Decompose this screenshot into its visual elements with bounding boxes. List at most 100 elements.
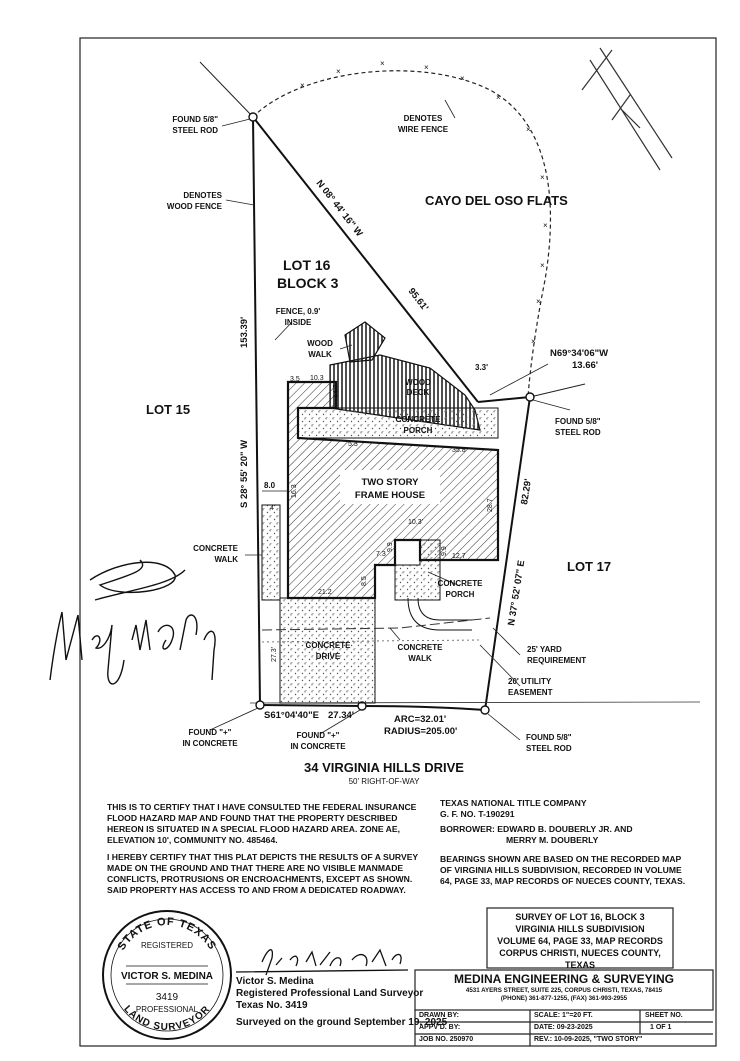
ne-extension-line (529, 383, 586, 398)
distance-east: 82.29' (519, 478, 534, 505)
yard-req-label-1: 25' YARD (527, 645, 562, 654)
flats-label: CAYO DEL OSO FLATS (425, 193, 568, 208)
house-label-2: FRAME HOUSE (355, 490, 425, 501)
street-name: 34 VIRGINIA HILLS DRIVE (304, 760, 464, 775)
survey-description: SURVEY OF LOT 16, BLOCK 3 VIRGINIA HILLS… (487, 911, 673, 971)
seal-professional: PROFESSIONAL (136, 1005, 199, 1014)
distance-ne: 13.66' (572, 360, 598, 371)
surveyor-name: Victor S. Medina (236, 976, 314, 987)
dim-5-3: 5.3 (348, 441, 358, 448)
found-rod-bottom-label-1: FOUND 5/8" (526, 733, 572, 742)
front-walk (407, 597, 472, 631)
svg-text:×: × (460, 74, 465, 83)
back-porch-label-2: PORCH (404, 426, 433, 435)
utility-label-2: EASEMENT (508, 688, 553, 697)
dim-27-3: 27.3' (271, 647, 278, 662)
north-arrow-icon (581, 47, 673, 171)
found-cross-left-icon (255, 700, 265, 710)
found-rod-right-label-2: STEEL ROD (555, 428, 601, 437)
svg-text:×: × (526, 125, 531, 134)
sheet-count: 1 OF 1 (650, 1024, 672, 1031)
sheet-no-label: SHEET NO. (645, 1012, 683, 1019)
front-walk-label-1: CONCRETE (398, 643, 444, 652)
dim-28-7: 28.7 (487, 498, 494, 512)
arc-label: ARC=32.01' (394, 714, 446, 725)
found-rod-bottom-icon (480, 705, 490, 715)
upper-lot-line (199, 61, 254, 118)
surveyor-title: Registered Professional Land Surveyor (236, 988, 424, 999)
svg-text:×: × (536, 297, 541, 306)
found-rod-top-icon (248, 112, 258, 122)
scale: SCALE: 1"=20 FT. (534, 1012, 593, 1019)
svg-text:×: × (531, 337, 536, 346)
title-block-lines (414, 907, 714, 1046)
block-label: BLOCK 3 (277, 275, 339, 291)
lot-left-label: LOT 15 (146, 402, 190, 417)
svg-text:×: × (543, 221, 548, 230)
appvd-by: APPV'D. BY: (419, 1024, 461, 1031)
borrower-label: BORROWER: (440, 824, 495, 834)
found-concrete-left-label-2: IN CONCRETE (182, 739, 238, 748)
dim-12-7: 12.7 (452, 553, 466, 560)
back-porch-label-1: CONCRETE (396, 415, 442, 424)
bearing-west: S 28° 55' 20" W (239, 440, 250, 508)
wire-fence-label-1: DENOTES (404, 114, 443, 123)
found-concrete-left-label-1: FOUND "+" (189, 728, 232, 737)
drive-label-2: DRIVE (316, 652, 341, 661)
dim-4: 4 (270, 505, 274, 512)
lot-main-label: LOT 16 (283, 257, 331, 273)
revision: REV.: 10-09-2025, "TWO STORY" (534, 1036, 643, 1043)
dim-10-3b: 10.3' (408, 519, 423, 526)
wire-fence (252, 70, 552, 398)
title-company-block: TEXAS NATIONAL TITLE COMPANY G. F. NO. T… (440, 798, 695, 887)
seal-registered: REGISTERED (141, 941, 193, 950)
dim-3-5: 3.5 (290, 376, 300, 383)
deck-label-1: WOOD (405, 378, 431, 387)
borrower-name-2: MERRY M. DOUBERLY (506, 835, 599, 845)
corner-markers (248, 112, 535, 715)
concrete-drive (279, 597, 376, 704)
found-rod-right-icon (525, 392, 535, 402)
front-porch (394, 539, 441, 601)
seal-number: 3419 (156, 992, 179, 1003)
dim-7-3: 7.3 (376, 551, 386, 558)
found-concrete-mid-label-2: IN CONCRETE (290, 742, 346, 751)
wood-walk-label-1: WOOD (307, 339, 333, 348)
certification-block: THIS IS TO CERTIFY THAT I HAVE CONSULTED… (107, 802, 422, 902)
title-company-name: TEXAS NATIONAL TITLE COMPANY (440, 798, 587, 808)
dim-16-3: 16.3 (291, 484, 298, 498)
firm-phone: (PHONE) 361-877-1255, (FAX) 361-993-2955 (500, 995, 628, 1002)
distance-west: 153.39' (239, 317, 250, 348)
front-porch-label-2: PORCH (446, 590, 475, 599)
wire-fence-label-2: WIRE FENCE (398, 125, 449, 134)
front-walk-label-2: WALK (408, 654, 432, 663)
survey-line-2: VIRGINIA HILLS SUBDIVISION (515, 924, 645, 934)
dim-14-7: 14.7 (333, 384, 340, 398)
surveyor-seal: STATE OF TEXAS LAND SURVEYOR REGISTERED … (102, 910, 232, 1040)
dim-21-2: 21.2 (318, 589, 332, 596)
firm-address: 4531 AYERS STREET, SUITE 225, CORPUS CHR… (465, 987, 663, 994)
gf-number: G. F. NO. T-190291 (440, 809, 515, 819)
svg-text:×: × (424, 63, 429, 72)
deck-label-2: DECK (407, 388, 430, 397)
ne-offset: 3.3' (475, 363, 488, 372)
bearing-east: N 37° 52' 07" E (506, 560, 527, 627)
dim-9-9b: 9.9 (387, 542, 394, 552)
yard-requirement-line (261, 617, 491, 631)
svg-text:×: × (540, 261, 545, 270)
found-rod-top-label-2: STEEL ROD (172, 126, 218, 135)
utility-label-1: 20' UTILITY (508, 677, 552, 686)
seal-name: VICTOR S. MEDINA (121, 971, 213, 982)
leader-lines (209, 99, 571, 741)
survey-line-4: CORPUS CHRISTI, NUECES COUNTY, TEXAS (499, 948, 661, 970)
drawn-by: DRAWN BY: (419, 1012, 459, 1019)
wire-fence-marks: ××× ××× ××× ××× (300, 59, 548, 346)
survey-line-3: VOLUME 64, PAGE 33, MAP RECORDS (497, 936, 663, 946)
found-concrete-mid-label-1: FOUND "+" (297, 731, 340, 740)
job-no: JOB NO. 250970 (419, 1036, 474, 1043)
surveyor-license: Texas No. 3419 (236, 1000, 308, 1011)
fence-inside-label-1: FENCE, 0.9' (276, 307, 321, 316)
surveyed-on: Surveyed on the ground September 19, 202… (236, 1017, 448, 1028)
